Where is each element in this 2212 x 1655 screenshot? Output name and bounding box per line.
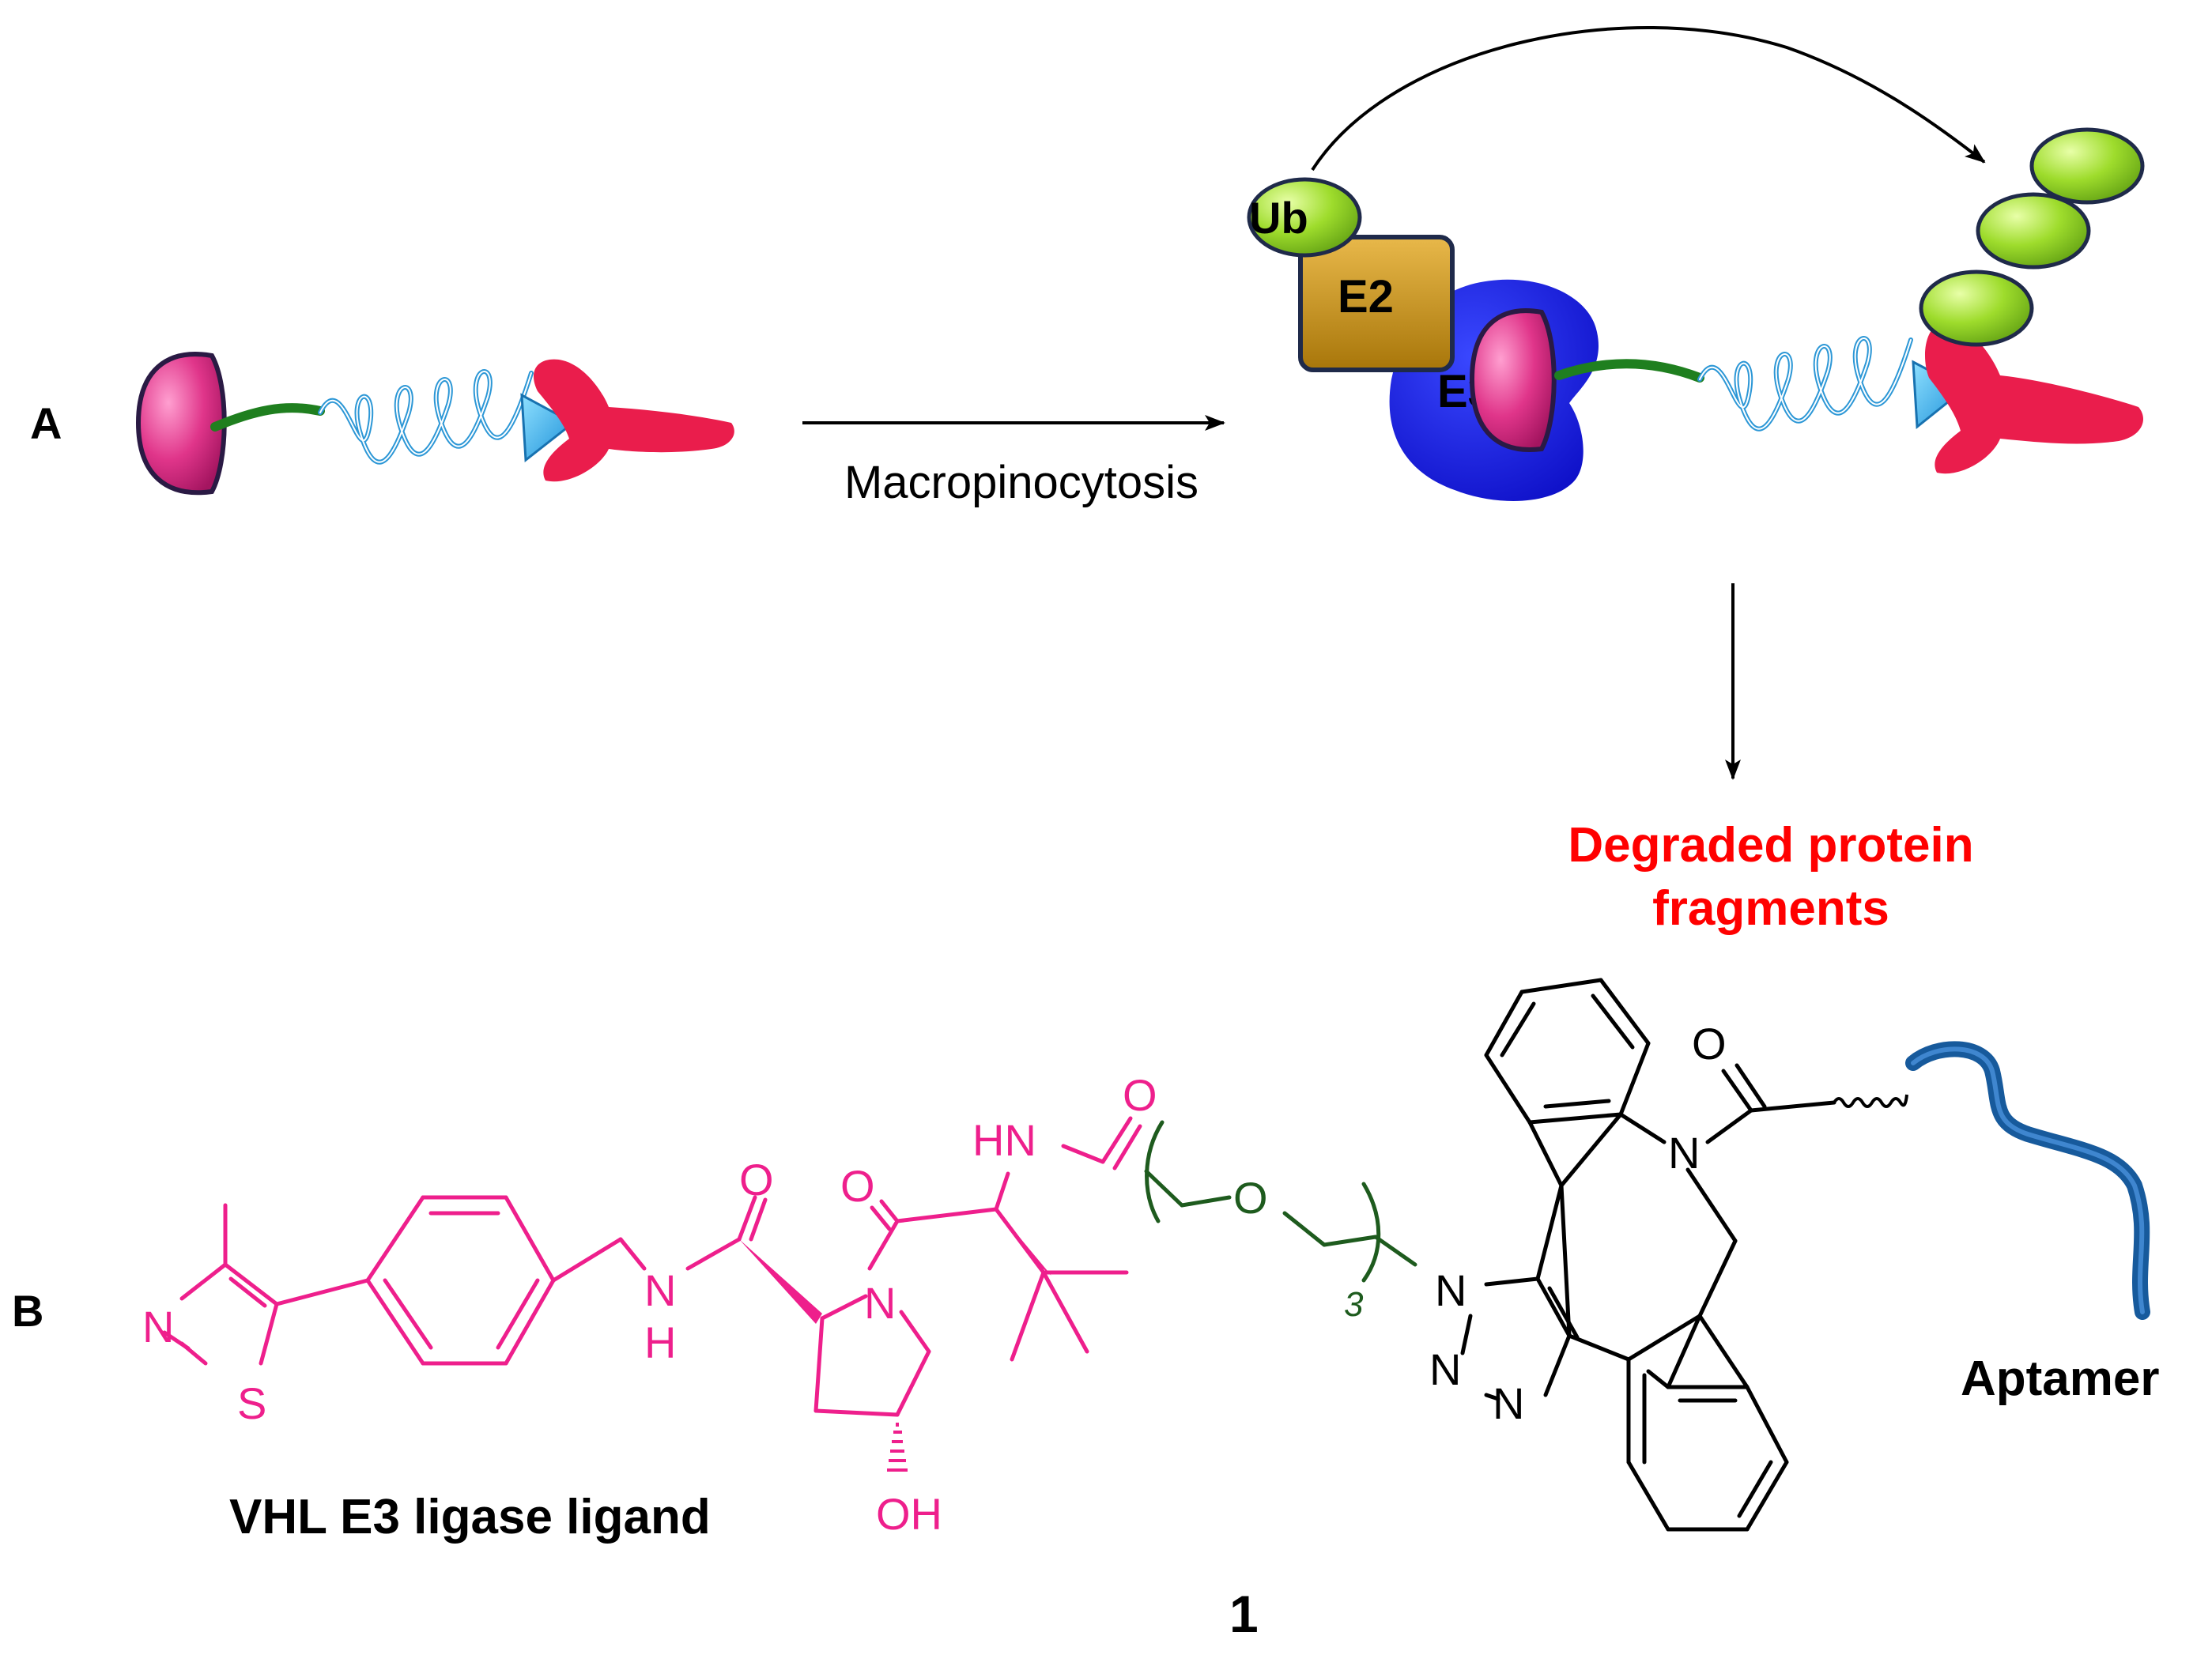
macropinocytosis-label: Macropinocytosis bbox=[844, 457, 1198, 508]
target-protein-bound-icon bbox=[1925, 323, 2144, 474]
aptamer-ribbon-icon bbox=[1905, 1041, 2150, 1320]
ubiquitin-transfer-arrow bbox=[1311, 25, 1986, 172]
warhead-triangle-icon bbox=[520, 393, 576, 462]
atom-triazole-n1: N bbox=[1435, 1265, 1466, 1315]
dbco-atom-labels: N N N N O bbox=[1429, 1019, 1727, 1428]
atom-triazole-n3: N bbox=[1493, 1378, 1524, 1428]
linker-green-bound-icon bbox=[1554, 359, 1704, 383]
e2-enzyme-shape bbox=[1298, 235, 1455, 372]
atom-ether-o: O bbox=[1233, 1173, 1268, 1223]
ubiquitin-chain-icon bbox=[2029, 127, 2145, 205]
peg-linker-structure bbox=[1144, 1120, 1417, 1283]
ubiquitin-chain-icon bbox=[1976, 192, 2091, 270]
vhl-ligand-shape-icon bbox=[135, 352, 227, 496]
spring-linker-bound-icon bbox=[1697, 336, 1913, 432]
atom-hn: HN bbox=[972, 1115, 1036, 1165]
stereo-hash-icon bbox=[887, 1423, 908, 1472]
repeat-subscript: 3 bbox=[1344, 1285, 1364, 1324]
protac-construct-left bbox=[135, 352, 734, 496]
vhl-ligand-bound-icon bbox=[1469, 308, 1557, 452]
stereo-wedge-icon bbox=[739, 1239, 822, 1324]
compound-number: 1 bbox=[1229, 1585, 1259, 1643]
atom-amide-h: H bbox=[644, 1318, 676, 1367]
dbco-triazole-structure bbox=[1460, 978, 1836, 1532]
stereo-wedge-icon bbox=[996, 1209, 1051, 1276]
atom-thiazole-s: S bbox=[237, 1378, 266, 1428]
atom-azocine-n: N bbox=[1668, 1128, 1700, 1178]
spring-linker-icon bbox=[318, 369, 534, 465]
ligand-caption: VHL E3 ligase ligand bbox=[229, 1490, 711, 1544]
ternary-complex: E3 E2 Ub bbox=[1247, 25, 2145, 501]
degraded-fragments-line2: fragments bbox=[1652, 881, 1889, 936]
atom-amide-n: N bbox=[644, 1265, 676, 1315]
degraded-fragments-line1: Degraded protein bbox=[1568, 818, 1973, 873]
atom-thiazole-n: N bbox=[142, 1302, 174, 1352]
linker-atom-labels: O 3 bbox=[1233, 1173, 1364, 1324]
atom-amide-o1: O bbox=[739, 1155, 774, 1204]
atom-pyrrolidine-n: N bbox=[864, 1278, 896, 1328]
atom-acyl-o: O bbox=[1692, 1019, 1727, 1069]
atom-amide-o3: O bbox=[1123, 1070, 1157, 1120]
e2-label: E2 bbox=[1338, 271, 1394, 322]
ubiquitin-shape bbox=[1247, 177, 1362, 258]
linker-green-icon bbox=[210, 403, 325, 432]
atom-triazole-n2: N bbox=[1429, 1344, 1461, 1394]
panel-a-label: A bbox=[30, 398, 62, 448]
panel-b-label: B bbox=[12, 1286, 43, 1336]
aptamer-caption: Aptamer bbox=[1961, 1352, 2160, 1406]
vhl-ligand-structure bbox=[162, 1116, 1142, 1417]
ubiquitin-chain-icon bbox=[1919, 270, 2034, 347]
wavy-attachment-bond bbox=[1833, 1094, 1908, 1108]
target-protein-icon bbox=[534, 359, 734, 482]
ligand-atom-labels: N S N H O N O HN O OH bbox=[142, 1070, 1157, 1539]
atom-amide-o2: O bbox=[840, 1161, 875, 1211]
ub-label: Ub bbox=[1249, 193, 1308, 243]
atom-hydroxyl: OH bbox=[876, 1489, 942, 1539]
